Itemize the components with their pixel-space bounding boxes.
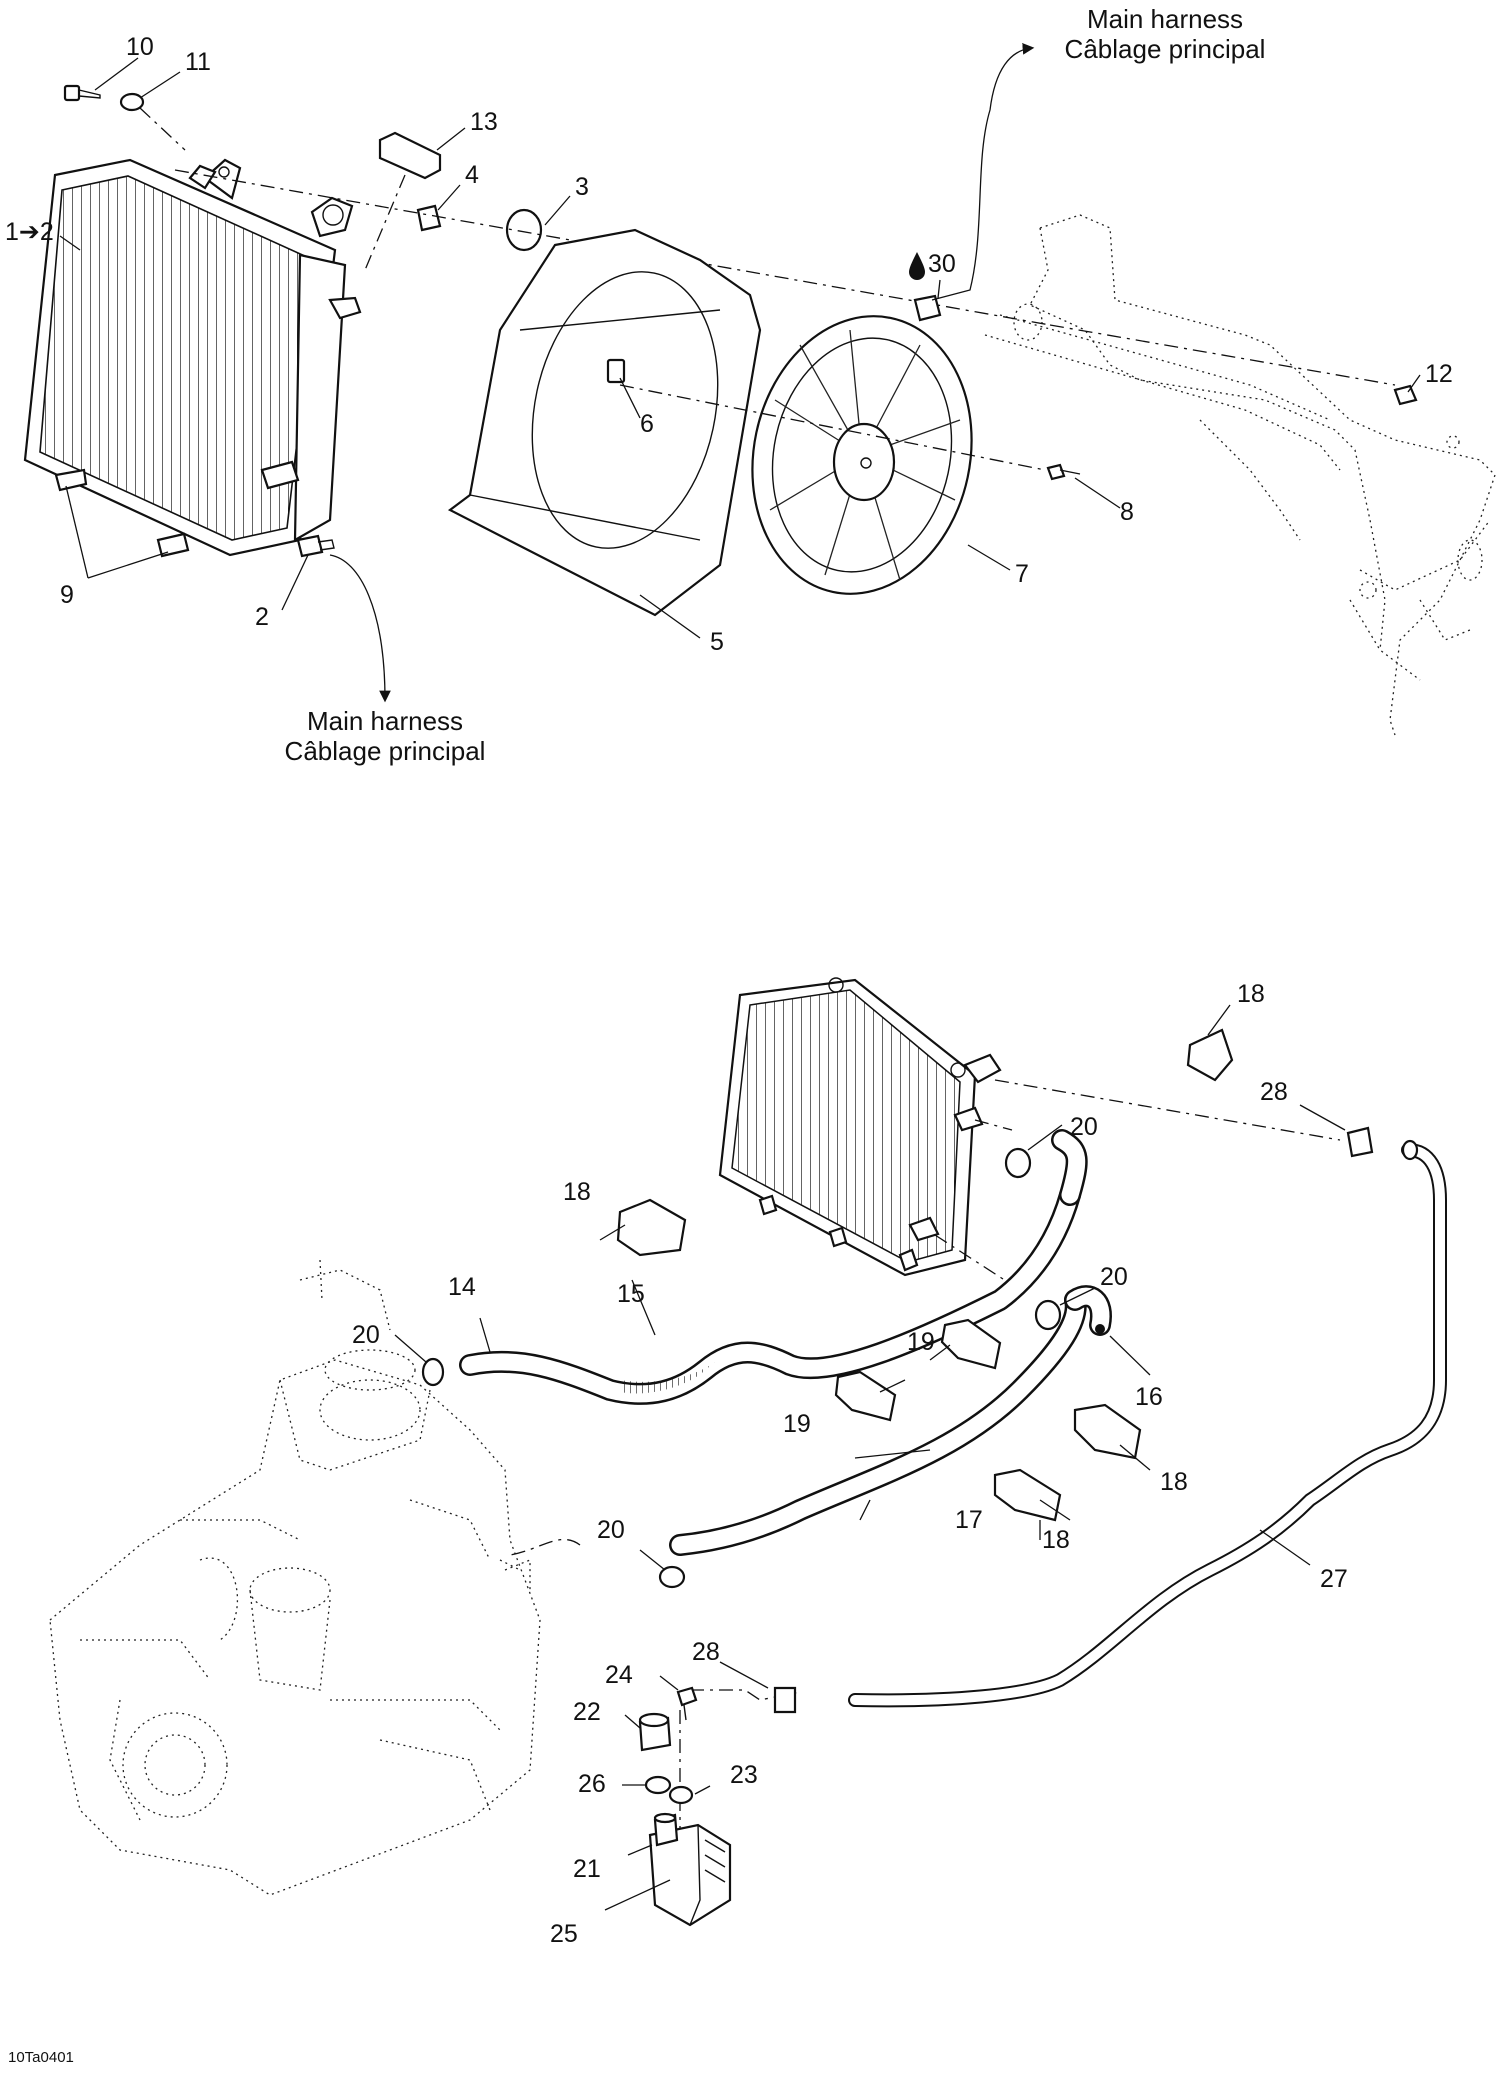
- clamp-20d: [658, 1565, 686, 1589]
- engine: [49, 1259, 541, 1896]
- callout-26: 26: [578, 1770, 606, 1798]
- centerline-engine: [509, 1538, 581, 1556]
- tie-18b: [616, 1198, 687, 1257]
- hose-16-17: [669, 1285, 1112, 1556]
- grommet-9b: [156, 532, 190, 558]
- callout-15: 15: [617, 1280, 645, 1308]
- reservoir-cap-22: [638, 1712, 672, 1752]
- washer-11: [119, 92, 145, 112]
- clamp-20a: [1004, 1147, 1032, 1179]
- callout-6: 6: [640, 410, 654, 438]
- vent-fitting-24-stem: [683, 1704, 687, 1721]
- radiator-cap: [378, 131, 442, 180]
- harness-arrow-top: [931, 43, 1035, 301]
- vehicle-frame: [984, 214, 1496, 736]
- grommet-23: [668, 1785, 694, 1805]
- callout-2: 2: [255, 603, 269, 631]
- hose-14-15: [459, 1129, 1088, 1405]
- radiator-lower-view: [718, 977, 1002, 1277]
- callout-28b: 28: [692, 1638, 720, 1666]
- clamp-20b: [1034, 1299, 1062, 1331]
- leaders-bottom: [394, 1004, 1346, 1911]
- centerline-fan: [619, 384, 1046, 471]
- tie-19b: [940, 1318, 1002, 1370]
- cooling-fan: [751, 294, 973, 595]
- centerline-upper-hose: [974, 1119, 1013, 1131]
- callout-18c: 18: [1160, 1468, 1188, 1496]
- callout-18a: 18: [1237, 980, 1265, 1008]
- callout-20d: 20: [597, 1516, 625, 1544]
- callout-19a: 19: [907, 1328, 935, 1356]
- callout-10: 10: [126, 33, 154, 61]
- grommet-9a: [54, 468, 88, 492]
- spacer-4: [416, 204, 442, 232]
- bolt-10: [63, 84, 101, 102]
- seal-26: [644, 1775, 672, 1795]
- callout-18d: 18: [1042, 1526, 1070, 1554]
- callout-27: 27: [1320, 1565, 1348, 1593]
- centerline-upper-b: [1049, 324, 1396, 386]
- callout-7: 7: [1015, 560, 1029, 588]
- callout-18b: 18: [563, 1178, 591, 1206]
- callout-3: 3: [575, 173, 589, 201]
- screw-8: [1046, 463, 1066, 481]
- nut-12: [1393, 384, 1418, 406]
- callout-28a: 28: [1260, 1078, 1288, 1106]
- callout-9: 9: [60, 581, 74, 609]
- callout-5: 5: [710, 628, 724, 656]
- callout-12: 12: [1425, 360, 1453, 388]
- callout-11: 11: [185, 48, 211, 76]
- callout-21: 21: [573, 1855, 601, 1883]
- leaders-top: [59, 57, 1421, 639]
- callout-16: 16: [1135, 1383, 1163, 1411]
- callout-24: 24: [605, 1661, 633, 1689]
- tie-18d: [993, 1468, 1062, 1522]
- callout-20b: 20: [1100, 1263, 1128, 1291]
- harness-label-bottom-line2: Câblage principal: [285, 736, 486, 766]
- callout-25: 25: [550, 1920, 578, 1948]
- callout-14: 14: [448, 1273, 476, 1301]
- callout-13: 13: [470, 108, 498, 136]
- screw-8-shank: [1059, 469, 1081, 475]
- tie-19a: [834, 1370, 897, 1422]
- centerline-cap: [364, 174, 406, 271]
- harness-label-bottom-line1: Main harness: [307, 706, 463, 736]
- figure-reference-code: 10Ta0401: [8, 2049, 74, 2066]
- harness-arrow-bottom: [329, 554, 391, 703]
- tie-18a: [1186, 1028, 1234, 1082]
- temperature-sensor: [296, 534, 335, 558]
- callout-22: 22: [573, 1698, 601, 1726]
- clip-28b: [773, 1686, 797, 1714]
- callout-19b: 19: [783, 1410, 811, 1438]
- callout-20c: 20: [352, 1321, 380, 1349]
- harness-label-top-line2: Câblage principal: [1065, 34, 1266, 64]
- vent-fitting-24: [676, 1686, 698, 1707]
- callout-23: 23: [730, 1761, 758, 1789]
- coolant-reservoir: [648, 1812, 732, 1927]
- radiator: [23, 158, 362, 557]
- tie-18c: [1073, 1403, 1142, 1460]
- fan-shroud: [447, 228, 762, 617]
- callout-17: 17: [955, 1506, 983, 1534]
- callout-8: 8: [1120, 498, 1134, 526]
- grommet-3: [505, 208, 543, 252]
- overflow-hose-27: [848, 1139, 1447, 1708]
- harness-label-top-line1: Main harness: [1087, 4, 1243, 34]
- callout-30: 30: [928, 250, 956, 278]
- sealant-callout: 30: [909, 250, 956, 280]
- centerline-overflow: [994, 1079, 1341, 1141]
- clip-28a: [1346, 1126, 1374, 1158]
- callout-4: 4: [465, 161, 479, 189]
- oil-drop-icon: [909, 252, 925, 280]
- centerline-lower-hose: [934, 1234, 1021, 1291]
- clamp-20c: [421, 1357, 445, 1387]
- centerline-bolt: [139, 107, 186, 151]
- callout-1-to-2: 1➔2: [5, 218, 54, 246]
- callout-20a: 20: [1070, 1113, 1098, 1141]
